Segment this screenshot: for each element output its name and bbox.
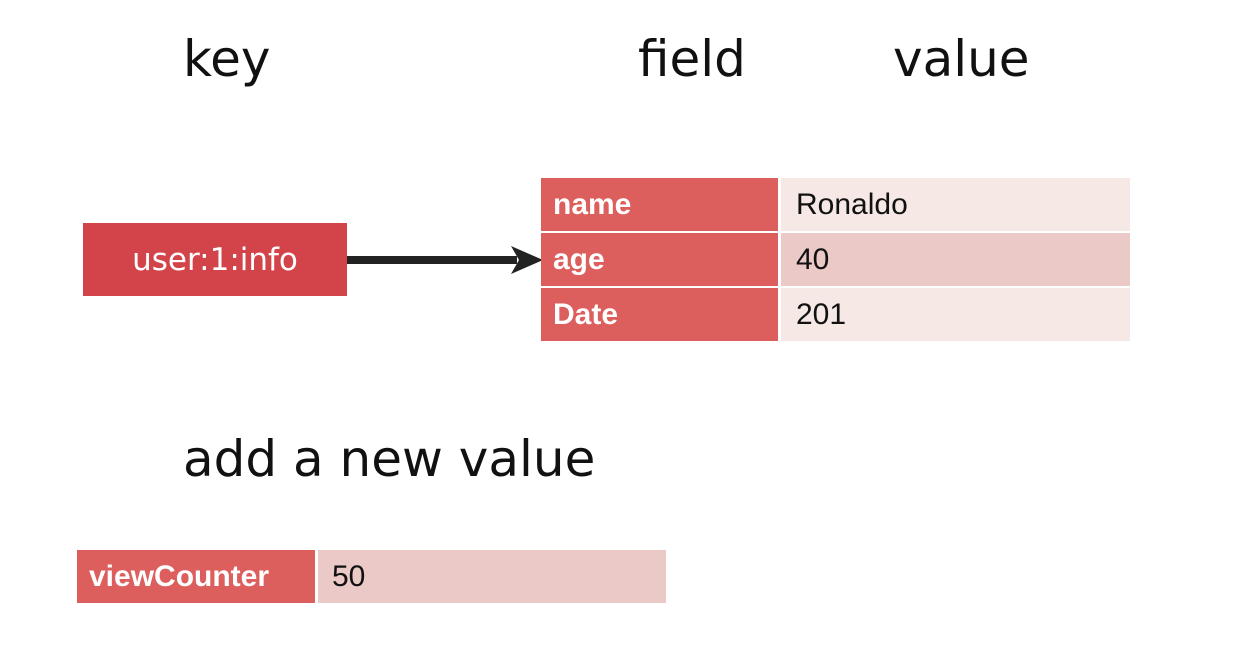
arrow-right-icon [347,246,543,274]
add-new-value-heading: add a new value [183,430,596,488]
value-heading: value [893,30,1030,88]
hash-value-cell: Ronaldo [781,178,1130,231]
hash-row-name: name Ronaldo [541,178,1130,231]
arrow-head [511,246,543,274]
hash-value-cell: 40 [781,233,1130,286]
new-value-cell: 50 [318,550,666,603]
hash-field-cell: age [541,233,778,286]
key-box: user:1:info [83,223,347,296]
field-heading: field [638,30,746,88]
new-entry-row: viewCounter 50 [77,550,666,603]
hash-field-cell: name [541,178,778,231]
hash-field-cell: Date [541,288,778,341]
hash-table: name Ronaldo age 40 Date 201 [541,178,1130,341]
new-field-cell: viewCounter [77,550,315,603]
key-heading: key [183,30,271,88]
key-label: user:1:info [132,241,298,278]
hash-row-date: Date 201 [541,288,1130,341]
hash-row-age: age 40 [541,233,1130,286]
hash-value-cell: 201 [781,288,1130,341]
